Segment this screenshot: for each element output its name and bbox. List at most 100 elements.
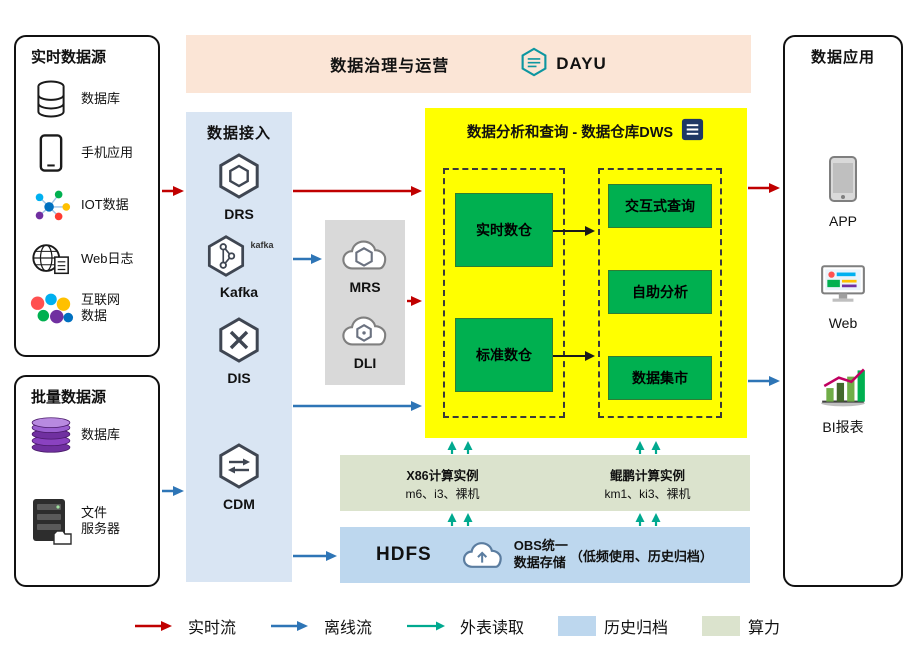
item-label: 互联网 数据 — [81, 291, 121, 323]
data-mart-box: 数据集市 — [608, 356, 712, 400]
obs-label: OBS统一 数据存储 — [513, 538, 568, 570]
governance-bar: 数据治理与运营 DAYU — [186, 35, 751, 93]
legend-realtime: 实时流 — [134, 614, 236, 638]
item-label: Web日志 — [81, 250, 134, 266]
iot-icon — [28, 187, 74, 223]
item-label: CDM — [223, 496, 255, 512]
x86-subtitle: m6、i3、裸机 — [405, 486, 480, 501]
phone-icon — [28, 133, 74, 173]
list-item: 数据库 — [28, 79, 120, 119]
list-item: APP — [785, 155, 901, 229]
list-item: Web — [785, 263, 901, 331]
drs-icon — [215, 152, 263, 205]
internet-data-icon — [28, 291, 74, 325]
legend: 实时流 离线流 外表读取 历史归档 算力 — [0, 614, 914, 638]
services-group — [598, 168, 722, 418]
item-label: DLI — [353, 355, 377, 371]
item-label: IOT数据 — [81, 196, 129, 212]
kafka-wordmark: kafka — [250, 240, 274, 250]
panel-title: 批量数据源 — [31, 389, 107, 406]
dli-icon — [340, 312, 390, 355]
dayu-logo: DAYU — [519, 47, 607, 82]
list-item: Web日志 — [28, 241, 134, 277]
list-item: 手机应用 — [28, 133, 133, 173]
dws-block: 数据分析和查询 - 数据仓库DWS 实时数仓 标准数仓 交互式查询 自助分析 数… — [425, 108, 747, 438]
item-label: DRS — [224, 206, 254, 222]
warehouse-group — [443, 168, 565, 418]
dws-title-row: 数据分析和查询 - 数据仓库DWS — [425, 108, 747, 146]
file-server-icon — [28, 497, 74, 545]
box-label: 数据集市 — [632, 370, 688, 386]
ingestion-column: 数据接入 DRS kafka Kafka DIS — [186, 112, 292, 582]
storage-bar: HDFS OBS统一 数据存储 （低频使用、历史归档） — [340, 527, 750, 583]
legend-offline: 离线流 — [270, 614, 372, 638]
obs-cloud-icon — [460, 539, 506, 571]
realtime-warehouse-box: 实时数仓 — [455, 193, 553, 267]
box-label: 自助分析 — [632, 284, 688, 300]
panel-applications: 数据应用 APP Web BI报表 — [783, 35, 903, 587]
dayu-label: DAYU — [556, 54, 607, 73]
dws-title: 数据分析和查询 - 数据仓库DWS — [466, 125, 674, 141]
list-item: IOT数据 — [28, 187, 129, 223]
standard-warehouse-box: 标准数仓 — [455, 318, 553, 392]
box-label: 标准数仓 — [476, 347, 532, 363]
item-label: 手机应用 — [81, 144, 134, 160]
list-item: DIS — [186, 316, 292, 386]
cdm-icon — [215, 442, 263, 495]
kunpeng-compute: 鲲鹏计算实例 km1、ki3、裸机 — [545, 455, 750, 511]
hdfs-label: HDFS — [376, 544, 432, 565]
dayu-hexagon-icon — [519, 47, 549, 82]
app-phone-icon — [828, 155, 858, 208]
list-item: DRS — [186, 152, 292, 222]
teal-arrow-icon — [406, 621, 445, 631]
self-service-analysis-box: 自助分析 — [608, 270, 712, 314]
interactive-query-box: 交互式查询 — [608, 184, 712, 228]
item-label: APP — [828, 213, 857, 229]
database-purple-icon — [28, 413, 74, 457]
panel-title: 数据应用 — [810, 49, 875, 66]
compute-swatch — [702, 616, 741, 636]
list-item: DLI — [325, 312, 405, 371]
item-label: 数据库 — [81, 90, 121, 106]
governance-title: 数据治理与运营 — [330, 58, 450, 75]
kunpeng-subtitle: km1、ki3、裸机 — [604, 486, 691, 501]
web-monitor-icon — [819, 263, 867, 310]
archive-swatch — [558, 616, 596, 636]
blue-arrow-icon — [270, 621, 308, 631]
red-arrow-icon — [134, 621, 172, 631]
box-label: 交互式查询 — [625, 198, 695, 214]
list-item: CDM — [186, 442, 292, 512]
item-label: DIS — [227, 370, 251, 386]
list-item: 数据库 — [28, 413, 120, 457]
panel-title: 实时数据源 — [31, 49, 107, 66]
kafka-icon — [204, 234, 248, 283]
x86-compute: X86计算实例 m6、i3、裸机 — [340, 455, 545, 511]
ingestion-title: 数据接入 — [206, 125, 271, 142]
obs-note: （低频使用、历史归档） — [569, 548, 713, 564]
item-label: MRS — [349, 279, 381, 295]
middleware-box: MRS DLI — [325, 220, 405, 385]
legend-compute: 算力 — [702, 614, 780, 638]
panel-batch-sources: 批量数据源 数据库 文件 服务器 — [14, 375, 160, 587]
item-label: Kafka — [219, 284, 259, 300]
legend-label: 算力 — [748, 620, 781, 637]
x86-title: X86计算实例 — [406, 468, 479, 483]
legend-label: 实时流 — [187, 620, 236, 637]
legend-archive: 历史归档 — [558, 614, 668, 638]
list-item: BI报表 — [785, 365, 901, 437]
legend-label: 离线流 — [323, 620, 372, 637]
database-icon — [28, 79, 74, 119]
dis-icon — [215, 316, 263, 369]
dws-document-icon — [680, 117, 705, 146]
list-item: 互联网 数据 — [28, 291, 120, 325]
kunpeng-title: 鲲鹏计算实例 — [609, 468, 685, 483]
bi-report-chart-icon — [818, 365, 868, 412]
mrs-icon — [340, 236, 390, 279]
compute-instances-bar: X86计算实例 m6、i3、裸机 鲲鹏计算实例 km1、ki3、裸机 — [340, 455, 750, 511]
item-label: Web — [828, 315, 858, 331]
list-item: MRS — [325, 236, 405, 295]
list-item: kafka Kafka — [186, 234, 292, 300]
box-label: 实时数仓 — [476, 222, 532, 238]
item-label: 文件 服务器 — [81, 504, 121, 536]
